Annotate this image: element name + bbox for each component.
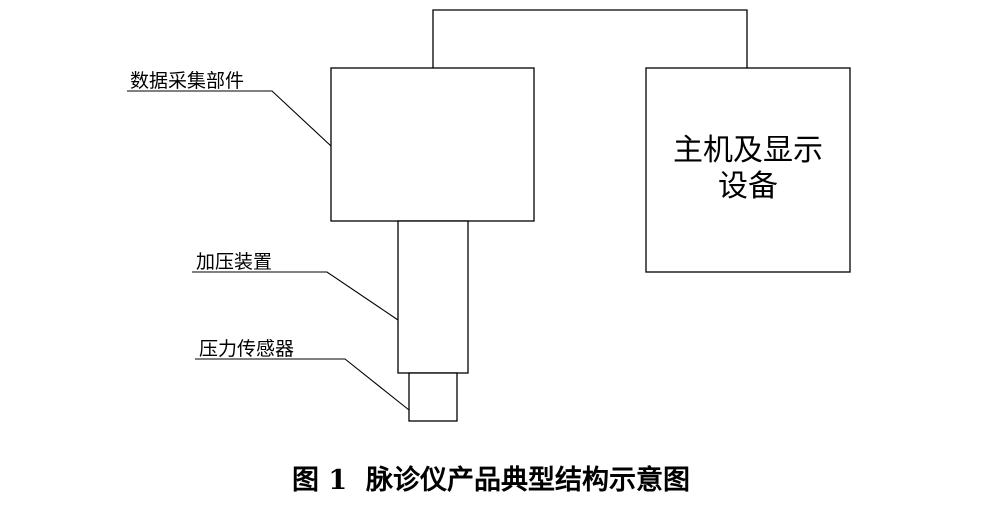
data-acquisition-unit-box (330, 67, 535, 222)
host-label-line2: 设备 (718, 169, 778, 204)
leader-data-acquisition (127, 90, 332, 147)
host-label-line1: 主机及显示 (673, 133, 823, 168)
pressurizer-box (397, 220, 469, 374)
leader-pressure-sensor (195, 358, 410, 411)
label-pressurizer: 加压装置 (196, 251, 272, 273)
figure-caption: 图 1 脉诊仪产品典型结构示意图 (292, 464, 690, 496)
label-data-acquisition: 数据采集部件 (130, 70, 244, 92)
connection-cable (432, 9, 748, 68)
pressure-sensor-box (408, 372, 458, 422)
label-pressure-sensor: 压力传感器 (199, 338, 294, 360)
host-display-box (645, 67, 851, 273)
leader-pressurizer (192, 271, 399, 321)
